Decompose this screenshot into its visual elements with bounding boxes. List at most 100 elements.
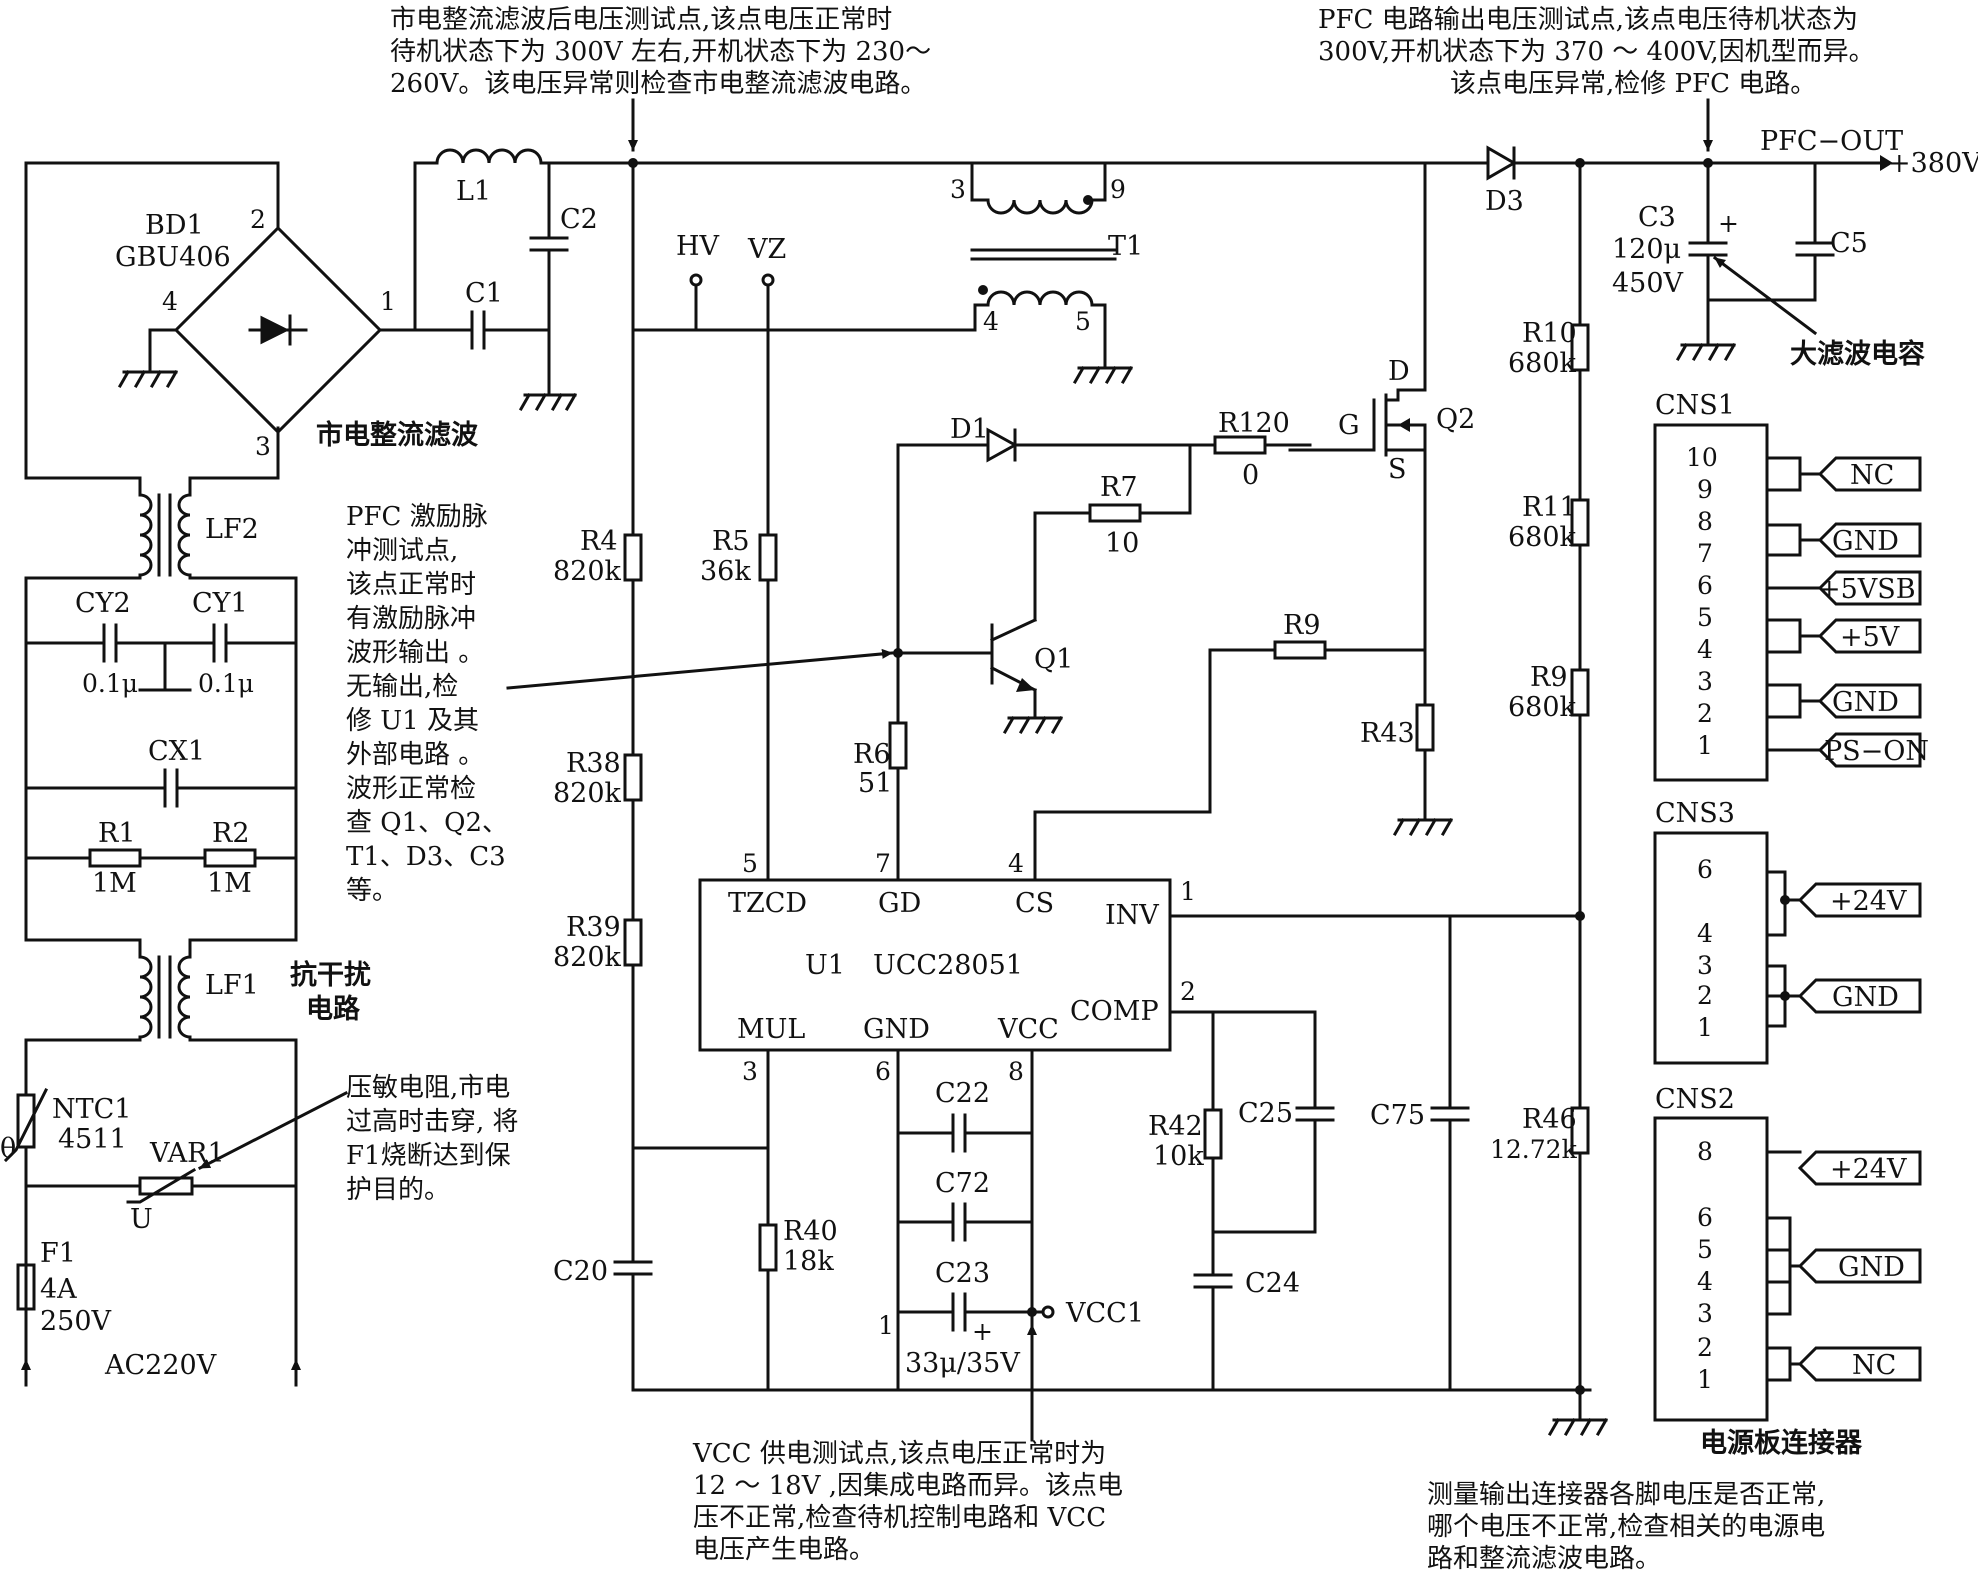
svg-text:1: 1: [878, 1311, 894, 1340]
svg-text:680k: 680k: [1508, 692, 1577, 723]
svg-text:+: +: [1718, 209, 1739, 238]
svg-text:D3: D3: [1485, 186, 1524, 217]
svg-text:PFC−OUT: PFC−OUT: [1760, 126, 1903, 157]
annotation-vcc: VCC 供电测试点,该点电压正常时为 12 ～ 18V ,因集成电路而异。该点电…: [692, 1439, 1123, 1565]
svg-text:+: +: [972, 1317, 993, 1346]
svg-text:1: 1: [1697, 731, 1713, 760]
svg-text:VCC: VCC: [997, 1014, 1059, 1045]
svg-text:1: 1: [1180, 877, 1196, 906]
svg-text:VAR1: VAR1: [149, 1138, 225, 1169]
pfc-wiring: [613, 158, 1592, 1392]
svg-text:C24: C24: [1245, 1268, 1300, 1299]
svg-text:8: 8: [1008, 1057, 1024, 1086]
svg-text:4: 4: [983, 307, 999, 336]
svg-text:UCC28051: UCC28051: [873, 950, 1023, 981]
svg-text:51: 51: [858, 768, 892, 799]
svg-text:NC: NC: [1850, 460, 1894, 491]
svg-text:9: 9: [1110, 175, 1126, 204]
svg-text:8: 8: [1697, 1137, 1713, 1166]
svg-text:R7: R7: [1100, 472, 1138, 503]
svg-text:T1、D3、C3: T1、D3、C3: [346, 842, 506, 872]
bridge-rectifier-bd1: [117, 225, 417, 435]
svg-text:18k: 18k: [783, 1246, 834, 1277]
svg-text:3: 3: [255, 432, 271, 461]
svg-text:T1: T1: [1108, 231, 1143, 262]
svg-text:S: S: [1388, 454, 1407, 485]
svg-text:1M: 1M: [207, 868, 252, 899]
svg-text:GD: GD: [878, 888, 921, 919]
svg-text:R9: R9: [1283, 610, 1321, 641]
svg-text:2: 2: [1180, 977, 1196, 1006]
svg-text:测量输出连接器各脚电压是否正常,: 测量输出连接器各脚电压是否正常,: [1427, 1480, 1825, 1510]
svg-text:300V,开机状态下为 370 ～ 400V,因机型而异。: 300V,开机状态下为 370 ～ 400V,因机型而异。: [1318, 37, 1875, 67]
svg-text:4: 4: [1697, 1267, 1713, 1296]
svg-text:冲测试点,: 冲测试点,: [346, 536, 458, 566]
svg-text:450V: 450V: [1612, 268, 1684, 299]
annotation-top-right: PFC 电路输出电压测试点,该点电压待机状态为 300V,开机状态下为 370 …: [1318, 5, 1875, 99]
svg-text:6: 6: [1697, 1203, 1713, 1232]
svg-text:F1烧断达到保: F1烧断达到保: [346, 1141, 511, 1171]
svg-text:680k: 680k: [1508, 348, 1577, 379]
svg-text:NTC1: NTC1: [52, 1094, 131, 1125]
svg-text:有激励脉冲: 有激励脉冲: [346, 604, 476, 634]
svg-text:R43: R43: [1360, 718, 1415, 749]
svg-text:1M: 1M: [92, 868, 137, 899]
annotation-varistor: 压敏电阻,市电 过高时击穿, 将 F1烧断达到保 护目的。: [346, 1073, 519, 1205]
svg-text:C25: C25: [1238, 1098, 1293, 1129]
svg-text:查 Q1、Q2、: 查 Q1、Q2、: [346, 808, 508, 838]
svg-text:AC220V: AC220V: [104, 1350, 217, 1381]
svg-text:Q1: Q1: [1034, 644, 1073, 675]
svg-text:7: 7: [875, 849, 891, 878]
svg-text:5: 5: [742, 849, 758, 878]
svg-text:R11: R11: [1522, 492, 1577, 523]
svg-text:12.72k: 12.72k: [1490, 1135, 1578, 1164]
svg-text:过高时击穿, 将: 过高时击穿, 将: [346, 1107, 519, 1137]
svg-text:C1: C1: [465, 278, 503, 309]
svg-text:U: U: [130, 1204, 153, 1235]
svg-text:5: 5: [1697, 603, 1713, 632]
svg-text:680k: 680k: [1508, 522, 1577, 553]
svg-text:BD1: BD1: [145, 210, 204, 241]
svg-text:PFC 激励脉: PFC 激励脉: [346, 502, 488, 532]
label-connector: 电源板连接器: [1700, 1427, 1863, 1459]
svg-text:L1: L1: [456, 176, 491, 207]
svg-text:10k: 10k: [1153, 1141, 1204, 1172]
svg-text:外部电路 。: 外部电路 。: [346, 740, 484, 770]
svg-text:CY2: CY2: [75, 588, 131, 619]
svg-text:PS−ON: PS−ON: [1824, 736, 1929, 767]
connector-cns2: [1653, 1116, 1922, 1422]
svg-text:4511: 4511: [58, 1124, 127, 1155]
vcc-caps: [896, 1113, 1055, 1392]
svg-text:820k: 820k: [553, 778, 622, 809]
svg-text:0.1μ: 0.1μ: [198, 669, 254, 698]
svg-text:GND: GND: [863, 1014, 930, 1045]
svg-text:3: 3: [1697, 1299, 1713, 1328]
svg-text:GND: GND: [1838, 1252, 1905, 1283]
svg-text:0.1μ: 0.1μ: [82, 669, 138, 698]
svg-text:R120: R120: [1218, 408, 1290, 439]
svg-text:R42: R42: [1148, 1111, 1203, 1142]
svg-text:压敏电阻,市电: 压敏电阻,市电: [346, 1073, 510, 1103]
svg-text:MUL: MUL: [737, 1014, 805, 1045]
svg-text:12 ～ 18V ,因集成电路而异。该点电: 12 ～ 18V ,因集成电路而异。该点电: [693, 1471, 1123, 1501]
cns3-pins: 6 4 3 2 1 +24V GND: [1697, 855, 1907, 1042]
l1-c1-c2: [413, 148, 1622, 412]
svg-text:260V。该电压异常则检查市电整流滤波电路。: 260V。该电压异常则检查市电整流滤波电路。: [390, 69, 926, 99]
svg-text:C2: C2: [560, 204, 598, 235]
svg-text:C75: C75: [1370, 1100, 1425, 1131]
svg-text:波形正常检: 波形正常检: [346, 774, 476, 804]
svg-text:C5: C5: [1830, 228, 1868, 259]
ic-u1: [698, 878, 1585, 1392]
svg-text:2: 2: [1697, 699, 1713, 728]
svg-text:C23: C23: [935, 1258, 990, 1289]
svg-text:R38: R38: [566, 748, 621, 779]
svg-text:C22: C22: [935, 1078, 990, 1109]
svg-text:R4: R4: [580, 526, 618, 557]
svg-text:R40: R40: [783, 1216, 838, 1247]
svg-text:θ: θ: [0, 1133, 16, 1164]
svg-text:Q2: Q2: [1436, 404, 1475, 435]
svg-text:1: 1: [1697, 1013, 1713, 1042]
svg-text:C72: C72: [935, 1168, 990, 1199]
svg-text:GBU406: GBU406: [115, 242, 231, 273]
